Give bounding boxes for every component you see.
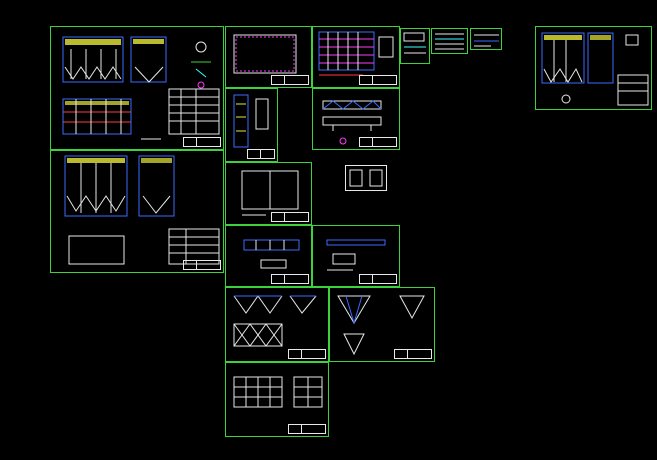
title-block [359,137,397,147]
title-block [183,137,221,147]
drawing-sheet[interactable] [312,26,400,88]
sheet-drawing [349,169,383,187]
sheet-drawing [233,34,297,74]
drawing-sheet[interactable] [431,28,468,54]
drawing-sheet[interactable] [225,287,329,362]
title-block [288,349,326,359]
title-block [271,274,309,284]
drawing-sheet[interactable] [312,225,400,287]
drawing-sheet[interactable] [225,362,329,437]
drawing-sheet[interactable] [225,26,312,88]
sheet-drawing [474,34,499,47]
title-block [183,260,221,270]
drawing-sheet[interactable] [50,150,224,273]
title-block [288,424,326,434]
drawing-sheet[interactable] [312,88,400,150]
drawing-sheet[interactable] [225,162,312,225]
drawing-sheet[interactable] [470,28,502,50]
drawing-sheet[interactable] [535,26,652,110]
sheet-drawing [322,100,382,145]
drawing-sheet[interactable] [225,88,278,162]
sheet-drawing [337,295,425,356]
sheet-drawing [241,170,299,216]
title-block [394,349,432,359]
sheet-drawing [403,32,426,54]
sheet-drawing [62,36,220,140]
title-block [271,75,309,85]
drawing-sheet[interactable] [225,225,312,287]
sheet-drawing [233,376,323,408]
sheet-drawing [541,32,649,106]
sheet-drawing [318,31,394,76]
drawing-sheet[interactable] [400,28,430,64]
drawing-sheet[interactable] [50,26,224,150]
sheet-drawing [435,33,464,50]
title-block [247,149,275,159]
sheet-drawing [326,239,386,271]
title-block [359,274,397,284]
sheet-drawing [243,239,300,269]
drawing-sheet[interactable] [345,165,387,191]
sheet-drawing [64,155,220,265]
sheet-drawing [233,94,269,148]
sheet-drawing [233,295,317,347]
title-block [359,75,397,85]
drawing-sheet[interactable] [329,287,435,362]
title-block [271,212,309,222]
